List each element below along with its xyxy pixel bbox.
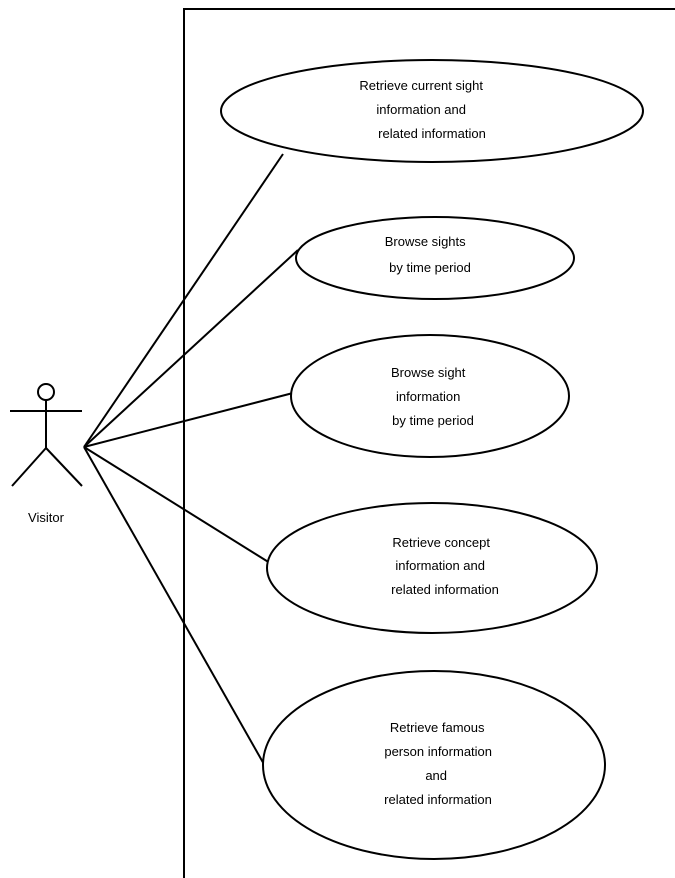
actor-right-leg [45, 447, 83, 487]
use-case-ellipse [290, 334, 570, 458]
associations [83, 153, 299, 767]
use-case-ellipse [220, 59, 644, 163]
actor-figure [10, 383, 83, 487]
use-case-4: Retrieve concept information and related… [266, 502, 598, 634]
association-line-2 [83, 249, 299, 448]
use-case-text: Retrieve current sight information and r… [359, 78, 486, 141]
association-line-3 [83, 392, 294, 448]
use-case-text-line: by time period [389, 260, 471, 275]
use-case-3: Browse sight information by time period [290, 334, 570, 458]
use-case-text-line: Retrieve famous [390, 720, 485, 735]
use-case-text: Browse sights by time period [385, 234, 471, 275]
association-line-4 [83, 446, 271, 564]
use-case-ellipse [262, 670, 606, 860]
association-line-5 [83, 446, 266, 767]
use-case-text-line: related information [391, 582, 499, 597]
use-case-text: Browse sight information by time period [391, 365, 474, 428]
use-case-text-line: Retrieve current sight [359, 78, 483, 93]
use-case-5: Retrieve famous person information and r… [262, 670, 606, 860]
actor-left-leg [11, 447, 47, 487]
use-case-ellipse [266, 502, 598, 634]
use-case-text-line: and [425, 768, 447, 783]
use-case-2: Browse sights by time period [295, 216, 575, 300]
system-boundary [183, 8, 675, 878]
use-case-text-line: information and [376, 102, 466, 117]
use-case-text-line: Retrieve concept [392, 535, 490, 550]
actor-head [37, 383, 55, 401]
use-case-text-line: Browse sight [391, 365, 466, 380]
use-case-text-line: by time period [392, 413, 474, 428]
use-case-text: Retrieve concept information and related… [391, 535, 499, 597]
actor-label: Visitor [28, 510, 65, 525]
use-case-text-line: related information [378, 126, 486, 141]
use-case-text-line: information [396, 389, 460, 404]
use-case-ellipse [295, 216, 575, 300]
use-case-text-line: related information [384, 792, 492, 807]
use-case-text-line: Browse sights [385, 234, 466, 249]
association-line-1 [83, 153, 284, 448]
use-case-1: Retrieve current sight information and r… [220, 59, 644, 163]
use-case-text-line: person information [384, 744, 492, 759]
use-case-text-line: information and [395, 558, 485, 573]
use-case-text: Retrieve famous person information and r… [384, 720, 495, 807]
